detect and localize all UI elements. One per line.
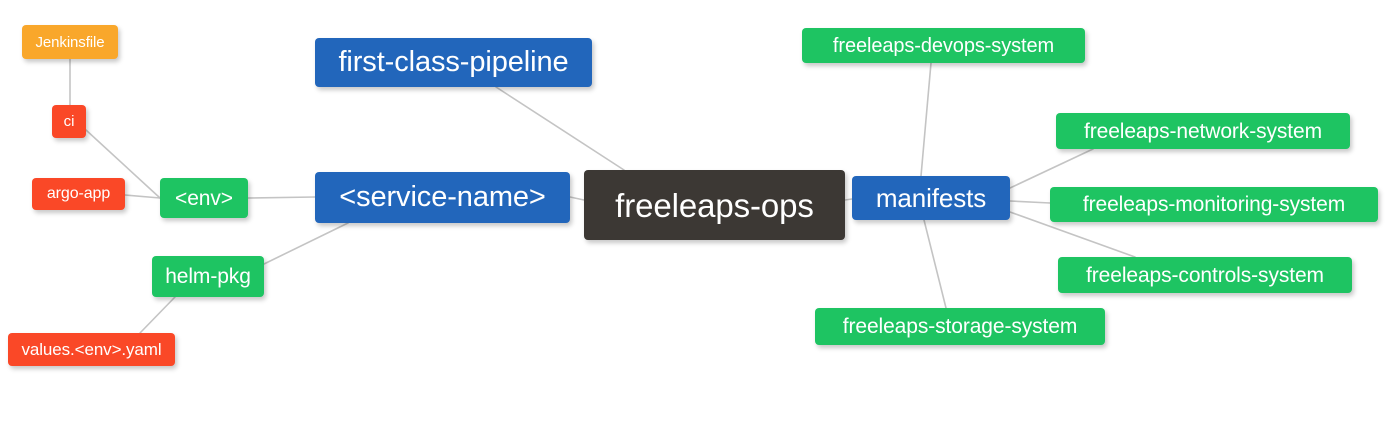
- mindmap-node-freeleaps-devops-system[interactable]: freeleaps-devops-system: [802, 28, 1085, 63]
- mindmap-node-first-class-pipeline[interactable]: first-class-pipeline: [315, 38, 592, 87]
- node-label-freeleaps-network-system: freeleaps-network-system: [1083, 119, 1322, 143]
- mindmap-node-freeleaps-controls-system[interactable]: freeleaps-controls-system: [1058, 257, 1352, 293]
- mindmap-node-helm-pkg[interactable]: helm-pkg: [152, 256, 264, 297]
- mindmap-node-argo-app[interactable]: argo-app: [32, 178, 125, 210]
- mindmap-node-freeleaps-storage-system[interactable]: freeleaps-storage-system: [815, 308, 1105, 345]
- mindmap-node-values-env-yaml[interactable]: values.<env>.yaml: [8, 333, 175, 366]
- edge-freeleaps-ops-to-manifests: [844, 198, 853, 201]
- edge-manifests-to-freeleaps-storage-system: [923, 219, 947, 309]
- mindmap-node-ci[interactable]: ci: [52, 105, 86, 138]
- node-label-freeleaps-monitoring-system: freeleaps-monitoring-system: [1082, 193, 1346, 216]
- node-label-ci: ci: [63, 113, 75, 130]
- edge-manifests-to-freeleaps-monitoring-system: [1009, 200, 1051, 204]
- edge-service-name-to-freeleaps-ops: [569, 196, 585, 201]
- mindmap-node-freeleaps-ops[interactable]: freeleaps-ops: [584, 170, 845, 240]
- mindmap-node-freeleaps-network-system[interactable]: freeleaps-network-system: [1056, 113, 1350, 149]
- mindmap-node-service-name[interactable]: <service-name>: [315, 172, 570, 223]
- node-label-manifests: manifests: [875, 183, 987, 213]
- node-label-first-class-pipeline: first-class-pipeline: [338, 46, 569, 78]
- node-label-argo-app: argo-app: [46, 185, 111, 202]
- edge-values-env-yaml-to-helm-pkg: [139, 296, 176, 334]
- edge-first-class-pipeline-to-freeleaps-ops: [495, 86, 625, 171]
- node-label-helm-pkg: helm-pkg: [165, 265, 251, 288]
- node-label-service-name: <service-name>: [339, 181, 546, 213]
- node-label-values-env-yaml: values.<env>.yaml: [21, 340, 162, 359]
- edge-argo-app-to-env: [124, 194, 161, 199]
- edge-manifests-to-freeleaps-devops-system: [920, 62, 932, 177]
- mindmap-node-freeleaps-monitoring-system[interactable]: freeleaps-monitoring-system: [1050, 187, 1378, 222]
- node-label-env: <env>: [175, 186, 233, 210]
- edge-manifests-to-freeleaps-network-system: [1009, 148, 1094, 189]
- edge-helm-pkg-to-service-name: [263, 222, 349, 265]
- edge-env-to-service-name: [247, 196, 316, 199]
- node-label-freeleaps-storage-system: freeleaps-storage-system: [842, 315, 1078, 338]
- mindmap-node-manifests[interactable]: manifests: [852, 176, 1010, 220]
- node-label-jenkinsfile: Jenkinsfile: [35, 33, 105, 51]
- mindmap-node-env[interactable]: <env>: [160, 178, 248, 218]
- node-label-freeleaps-devops-system: freeleaps-devops-system: [832, 34, 1055, 57]
- mindmap-node-jenkinsfile[interactable]: Jenkinsfile: [22, 25, 118, 59]
- node-label-freeleaps-controls-system: freeleaps-controls-system: [1086, 263, 1324, 287]
- node-label-freeleaps-ops: freeleaps-ops: [615, 186, 814, 224]
